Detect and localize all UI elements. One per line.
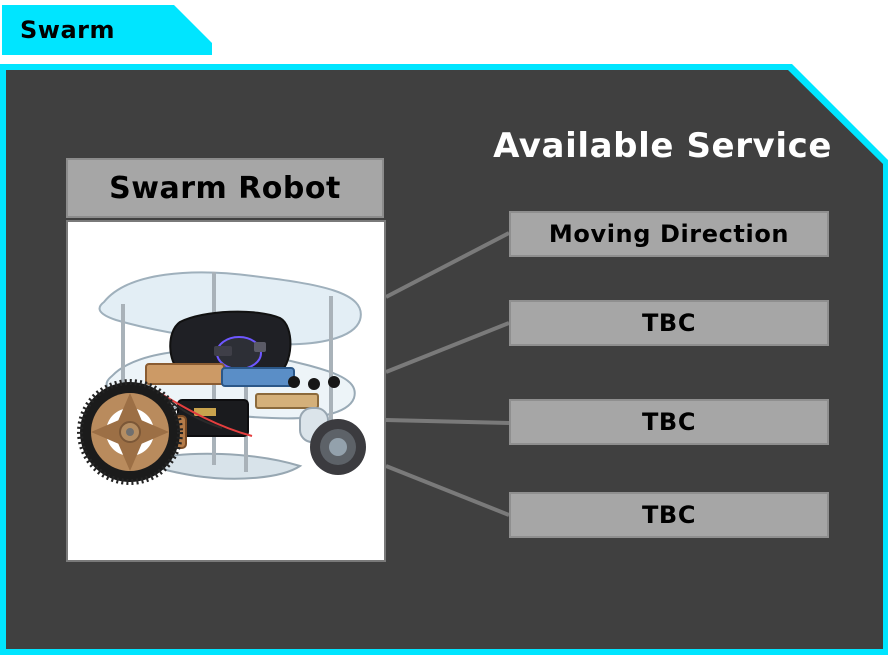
swarm-robot-card: Swarm Robot (66, 158, 386, 564)
swarm-robot-image (66, 220, 386, 562)
swarm-tab-label: Swarm (20, 16, 115, 44)
swarm-tab-shape (2, 5, 212, 55)
service-button-tbc-2[interactable]: TBC (509, 399, 829, 445)
swarm-robot-title: Swarm Robot (109, 170, 341, 206)
robot-icon (68, 222, 384, 560)
swarm-robot-title-box: Swarm Robot (66, 158, 384, 218)
service-button-tbc-3[interactable]: TBC (509, 492, 829, 538)
available-service-title: Available Service (493, 126, 832, 166)
swarm-tab[interactable]: Swarm (2, 5, 212, 55)
service-button-moving-direction[interactable]: Moving Direction (509, 211, 829, 257)
service-button-tbc-1[interactable]: TBC (509, 300, 829, 346)
